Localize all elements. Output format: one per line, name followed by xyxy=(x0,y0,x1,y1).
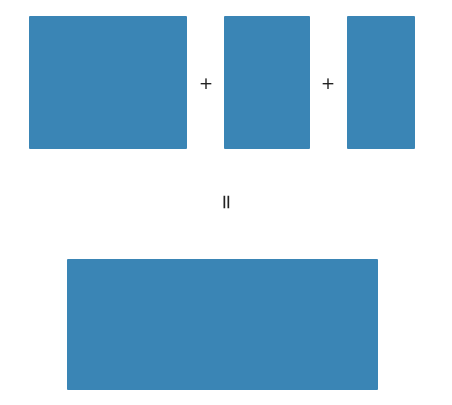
block-medium xyxy=(224,16,310,149)
block-small xyxy=(347,16,415,149)
block-large xyxy=(29,16,187,149)
equals-operator: = xyxy=(215,193,239,211)
block-result xyxy=(67,259,378,390)
plus-operator-2: + xyxy=(320,74,336,94)
plus-operator-1: + xyxy=(198,74,214,94)
